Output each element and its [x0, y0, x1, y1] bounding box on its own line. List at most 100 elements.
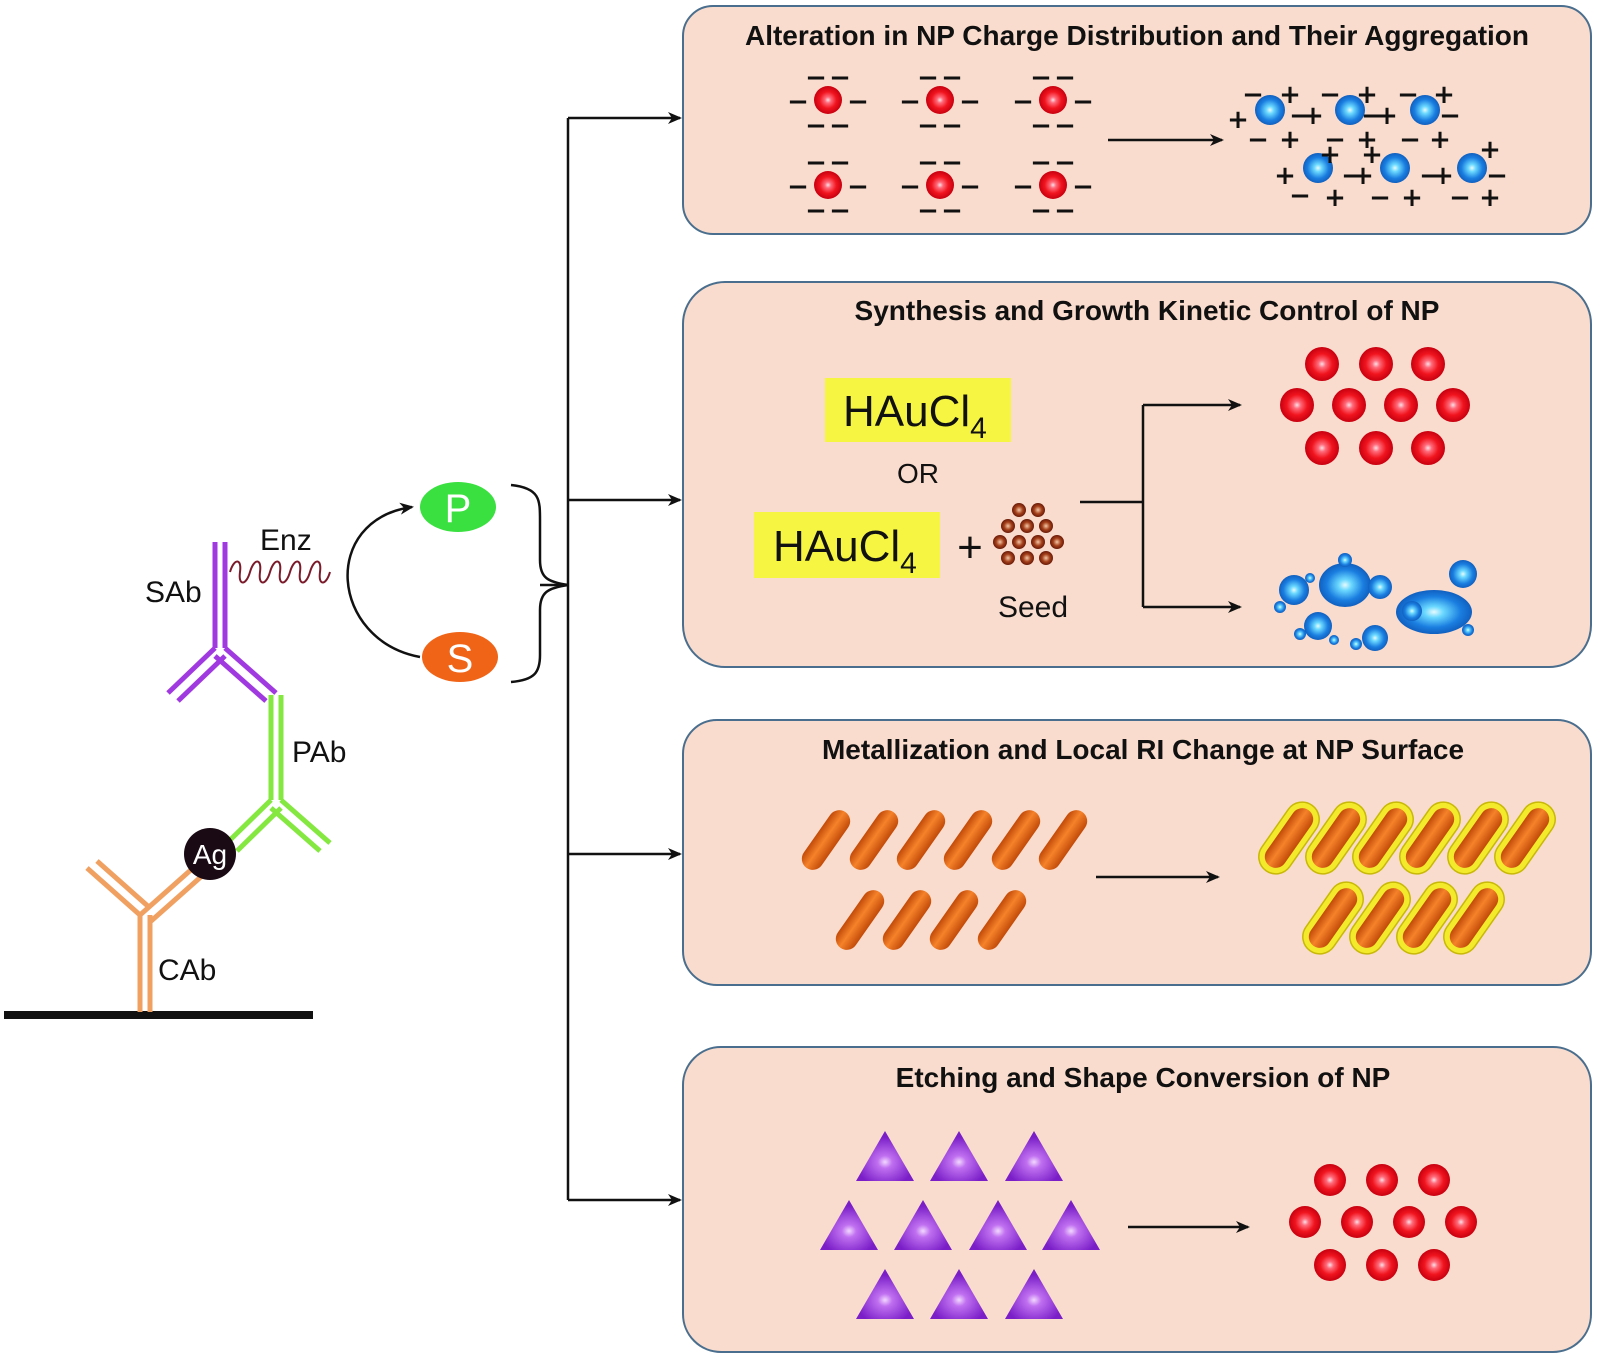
- red-np: [1280, 388, 1314, 422]
- positive-charge-sign: +: [1356, 125, 1378, 155]
- synthesis-fork: [1080, 399, 1242, 613]
- product-ellipse: [420, 482, 496, 532]
- triangle-np: [1005, 1269, 1063, 1319]
- blue-np: [1368, 575, 1392, 599]
- positive-charge-sign: +: [1279, 125, 1301, 155]
- blue-np: [1304, 612, 1332, 640]
- negative-charge-sign: −: [941, 148, 963, 178]
- haucl4-label-1: HAuCl4: [843, 387, 987, 445]
- positive-charge-sign: +: [1432, 161, 1454, 191]
- nanorod: [896, 810, 946, 870]
- coated-nanorod: [1352, 801, 1414, 875]
- panel-charge-box: [682, 5, 1592, 235]
- panel-synthesis-title: Synthesis and Growth Kinetic Control of …: [855, 295, 1440, 326]
- panel-etching-box: [682, 1046, 1592, 1353]
- antigen-circle: [184, 828, 236, 880]
- negative-charge-sign: −: [805, 111, 827, 141]
- blue-np: [1274, 601, 1286, 613]
- negative-charge-sign: −: [1289, 101, 1311, 131]
- negative-charge-sign: −: [805, 196, 827, 226]
- positive-charge-sign: +: [1324, 183, 1346, 213]
- positive-charge-sign: +: [1401, 183, 1423, 213]
- negative-charge-sign: −: [1361, 101, 1383, 131]
- dispersed-charged-nps: −−−−−−−−−−−−−−−−−−−−−−−−−−−−−−−−−−−−: [787, 63, 1094, 226]
- red-np: [1436, 388, 1470, 422]
- negative-charge-sign: −: [899, 172, 921, 202]
- blue-np: [1402, 601, 1422, 621]
- positive-charge-sign: +: [1302, 101, 1324, 131]
- negative-charge-sign: −: [1072, 87, 1094, 117]
- capture-antibody: [85, 859, 205, 1012]
- red-np: [1384, 388, 1418, 422]
- nanorod: [849, 810, 899, 870]
- substrate-ellipse: [422, 632, 498, 682]
- negative-charge-sign: −: [941, 111, 963, 141]
- red-np: [1314, 1164, 1346, 1196]
- triangle-np: [856, 1131, 914, 1181]
- positive-charge-sign: +: [1433, 80, 1455, 110]
- negative-charge-sign: −: [1341, 161, 1363, 191]
- enzyme-coil: [229, 560, 331, 584]
- pab-label: PAb: [292, 736, 346, 769]
- panel-metallization: Metallization and Local RI Change at NP …: [682, 719, 1592, 986]
- red-np: [1445, 1206, 1477, 1238]
- bare-nanorods: [801, 810, 1088, 950]
- negative-charge-sign: −: [805, 148, 827, 178]
- negative-charge-sign: −: [1030, 196, 1052, 226]
- negative-charge-sign: −: [829, 63, 851, 93]
- aggregated-blue-nps: [1274, 553, 1477, 651]
- red-np: [1411, 347, 1445, 381]
- panel-synthesis: Synthesis and Growth Kinetic Control of …: [682, 281, 1592, 668]
- coated-nanorods: [1258, 801, 1556, 955]
- red-np: [1418, 1164, 1450, 1196]
- haucl4-highlight-2: [754, 512, 940, 578]
- negative-charge-sign: −: [1439, 101, 1461, 131]
- coated-nanorod: [1349, 881, 1411, 955]
- negative-charge-sign: −: [899, 87, 921, 117]
- positive-charge-sign: +: [1274, 161, 1296, 191]
- negative-charge-sign: −: [1012, 87, 1034, 117]
- spherical-nps: [1289, 1164, 1477, 1281]
- nanorod: [1038, 810, 1088, 870]
- seed-particle: [1039, 551, 1053, 565]
- uniform-red-nps: [1280, 347, 1470, 465]
- negative-charge-sign: −: [959, 87, 981, 117]
- coated-nanorod: [1443, 881, 1505, 955]
- negative-charge-sign: −: [1397, 80, 1419, 110]
- negative-charge-sign: −: [847, 87, 869, 117]
- positive-charge-sign: +: [1352, 161, 1374, 191]
- negative-charge-sign: −: [1399, 125, 1421, 155]
- enzyme-label: Enz: [260, 524, 312, 557]
- blue-np: [1462, 624, 1474, 636]
- coated-nanorod: [1447, 801, 1509, 875]
- blue-np: [1396, 590, 1472, 634]
- negative-charge-sign: −: [1369, 183, 1391, 213]
- negative-charge-sign: −: [829, 196, 851, 226]
- seed-particle: [1039, 519, 1053, 533]
- plus-label: +: [957, 523, 983, 572]
- blue-np: [1380, 153, 1410, 183]
- seed-particle: [1001, 519, 1015, 533]
- positive-charge-sign: +: [1227, 105, 1249, 135]
- haucl4-highlight-1: [825, 378, 1011, 442]
- positive-charge-sign: +: [1361, 140, 1383, 170]
- negative-charge-sign: −: [1054, 196, 1076, 226]
- triangle-np: [820, 1200, 878, 1250]
- red-np: [926, 86, 954, 114]
- panel-charge-title: Alteration in NP Charge Distribution and…: [745, 20, 1529, 51]
- sab-label: SAb: [145, 576, 202, 609]
- red-np: [1314, 1249, 1346, 1281]
- negative-charge-sign: −: [1030, 148, 1052, 178]
- negative-charge-sign: −: [805, 63, 827, 93]
- panel-charge: Alteration in NP Charge Distribution and…: [682, 5, 1592, 235]
- blue-np: [1305, 573, 1315, 583]
- seed-particle: [1012, 503, 1026, 517]
- nanorod: [977, 890, 1027, 950]
- blue-np: [1457, 153, 1487, 183]
- red-np: [1332, 388, 1366, 422]
- panel-metallization-title: Metallization and Local RI Change at NP …: [822, 734, 1464, 765]
- red-np: [1366, 1249, 1398, 1281]
- negative-charge-sign: −: [787, 172, 809, 202]
- negative-charge-sign: −: [1289, 181, 1311, 211]
